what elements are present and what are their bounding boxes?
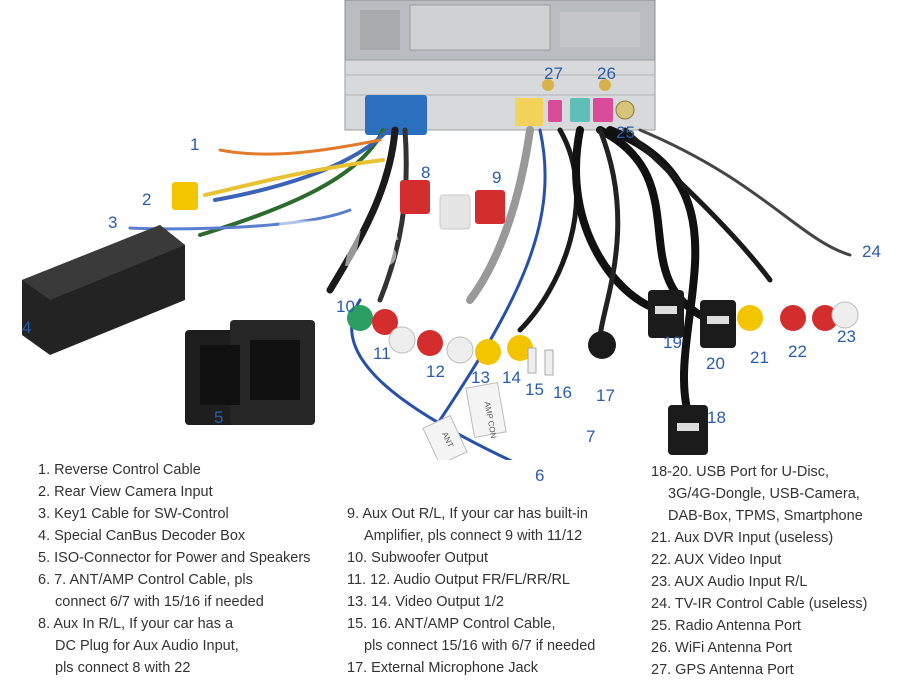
rca-plugs	[172, 180, 859, 376]
callout-2: 2	[142, 190, 152, 209]
callout-14: 14	[502, 368, 521, 387]
legend-item: pls connect 8 with 22	[55, 660, 191, 676]
harness-illustration: AMP CON ANT	[22, 0, 859, 467]
legend-item: 22. AUX Video Input	[651, 552, 782, 568]
legend-item: Amplifier, pls connect 9 with 11/12	[364, 528, 583, 544]
iso-connector	[185, 320, 315, 425]
legend-item: 21. Aux DVR Input (useless)	[651, 530, 834, 546]
callout-24: 24	[862, 242, 881, 261]
callout-8: 8	[421, 163, 431, 182]
legend-item: 3. Key1 Cable for SW-Control	[38, 506, 229, 522]
usb-ports	[648, 290, 736, 455]
legend-item: 13. 14. Video Output 1/2	[347, 594, 504, 610]
brand-watermark: Erisin	[270, 206, 466, 280]
callout-13: 13	[471, 368, 490, 387]
wiring-diagram: AMP CON ANT Erisin 1 2 3 4 5 6 7 8 9 10 …	[22, 0, 881, 485]
callout-6: 6	[535, 466, 545, 485]
callout-3: 3	[108, 213, 118, 232]
legend-item: DC Plug for Aux Audio Input,	[55, 638, 239, 654]
callout-21: 21	[750, 348, 769, 367]
legend-item: 15. 16. ANT/AMP Control Cable,	[347, 616, 556, 632]
legend-item: 6. 7. ANT/AMP Control Cable, pls	[38, 572, 253, 588]
callout-12: 12	[426, 362, 445, 381]
canbus-decoder-box	[22, 225, 185, 355]
legend-item: connect 6/7 with 15/16 if needed	[55, 594, 264, 610]
legend-item: 5. ISO-Connector for Power and Speakers	[38, 550, 311, 566]
legend-item: 4. Special CanBus Decoder Box	[38, 528, 246, 544]
callout-26: 26	[597, 64, 616, 83]
callout-22: 22	[788, 342, 807, 361]
callout-9: 9	[492, 168, 502, 187]
callout-18: 18	[707, 408, 726, 427]
callout-1: 1	[190, 135, 200, 154]
callout-25: 25	[616, 123, 635, 142]
legend-item: 25. Radio Antenna Port	[651, 618, 801, 634]
callout-20: 20	[706, 354, 725, 373]
callout-10: 10	[336, 297, 355, 316]
legend-item: 3G/4G-Dongle, USB-Camera,	[668, 486, 860, 502]
legend-item: 26. WiFi Antenna Port	[651, 640, 793, 656]
cable-tags: AMP CON ANT	[422, 382, 507, 466]
legend-item: 24. TV-IR Control Cable (useless)	[651, 596, 868, 612]
legend-column-3: 18-20. USB Port for U-Disc, 3G/4G-Dongle…	[651, 461, 868, 681]
callout-19: 19	[663, 333, 682, 352]
callout-23: 23	[837, 327, 856, 346]
callout-5: 5	[214, 408, 224, 427]
legend-column-2: 9. Aux Out R/L, If your car has built-in…	[347, 503, 595, 679]
cable-bundle	[128, 126, 852, 467]
legend-item: 17. External Microphone Jack	[347, 660, 539, 676]
legend-item: 8. Aux In R/L, If your car has a	[38, 616, 234, 632]
legend-item: 11. 12. Audio Output FR/FL/RR/RL	[347, 572, 570, 588]
legend-item: 23. AUX Audio Input R/L	[651, 574, 808, 590]
legend-item: 27. GPS Antenna Port	[651, 662, 794, 678]
head-unit	[344, 0, 656, 135]
legend-column-1: 1. Reverse Control Cable 2. Rear View Ca…	[38, 459, 310, 679]
legend-item: 9. Aux Out R/L, If your car has built-in	[347, 506, 588, 522]
callout-11: 11	[373, 344, 391, 363]
legend-item: 18-20. USB Port for U-Disc,	[651, 464, 830, 480]
legend-item: 1. Reverse Control Cable	[38, 462, 201, 478]
callout-4: 4	[22, 318, 32, 337]
legend-item: 10. Subwoofer Output	[347, 550, 489, 566]
legend-item: DAB-Box, TPMS, Smartphone	[668, 508, 863, 524]
callout-15: 15	[525, 380, 544, 399]
callout-27: 27	[544, 64, 563, 83]
legend-item: 2. Rear View Camera Input	[38, 484, 213, 500]
legend-item: pls connect 15/16 with 6/7 if needed	[364, 638, 596, 654]
callout-16: 16	[553, 383, 572, 402]
callout-17: 17	[596, 386, 615, 405]
callout-7: 7	[586, 427, 596, 446]
